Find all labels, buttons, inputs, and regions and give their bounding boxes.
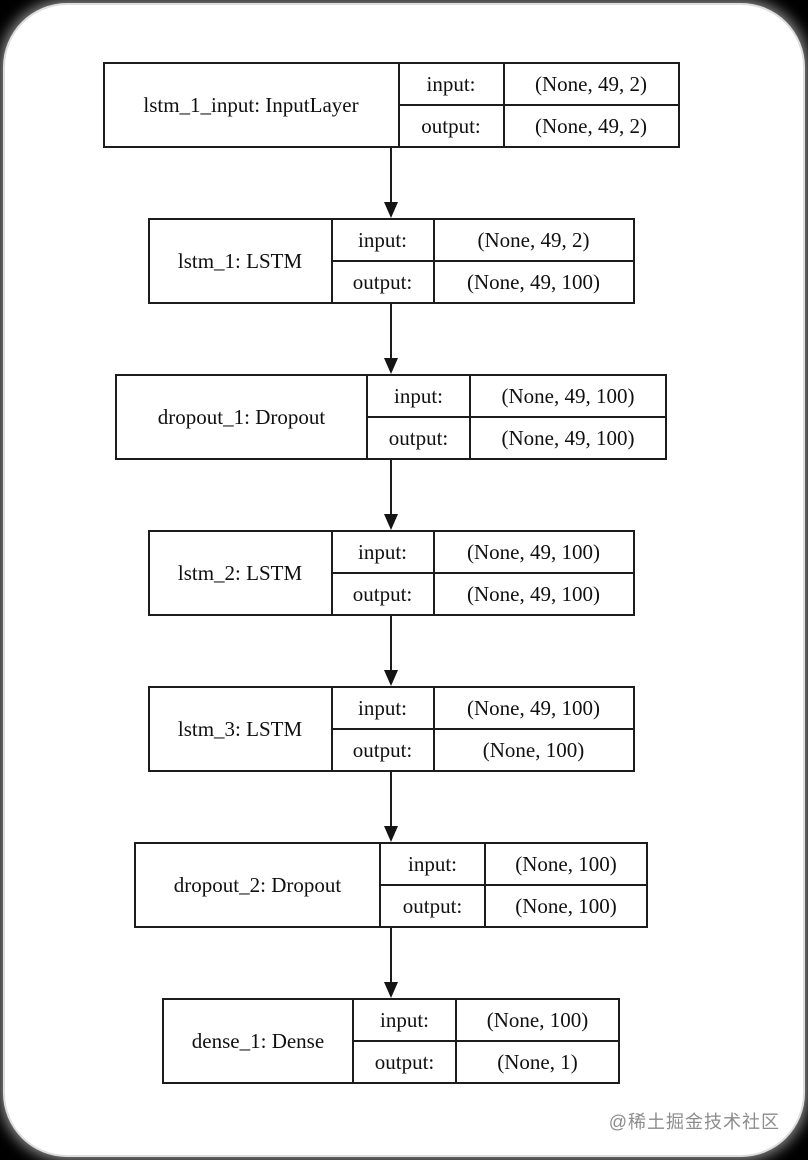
output-shape: (None, 1) (497, 1049, 578, 1074)
input-label: input: (333, 532, 435, 572)
input-shape: (None, 49, 2) (535, 71, 647, 96)
flow-arrow (382, 616, 400, 686)
arrow-head-icon (384, 358, 398, 374)
input-label: input: (333, 688, 435, 728)
output-label: output: (400, 106, 505, 146)
input-label: input: (333, 220, 435, 260)
layer-node-lstm-3: lstm_3: LSTM input: (None, 49, 100) outp… (147, 686, 635, 772)
arrow-line (390, 304, 392, 361)
layer-name: lstm_1_input: InputLayer (105, 64, 400, 146)
layer-node-lstm-2: lstm_2: LSTM input: (None, 49, 100) outp… (147, 530, 635, 616)
input-shape: (None, 49, 100) (501, 383, 635, 408)
output-shape: (None, 49, 100) (501, 425, 635, 450)
input-shape: (None, 100) (515, 851, 617, 876)
input-shape: (None, 100) (486, 1007, 589, 1032)
flow-arrow (382, 928, 400, 998)
layer-name: lstm_3: LSTM (150, 688, 333, 770)
arrow-line (390, 928, 392, 985)
output-shape: (None, 49, 100) (467, 269, 600, 294)
layer-name: lstm_2: LSTM (150, 532, 333, 614)
input-label: input: (354, 1000, 457, 1040)
model-architecture-diagram: lstm_1_input: InputLayer input: (None, 4… (0, 62, 782, 1084)
layer-name: dropout_1: Dropout (117, 376, 368, 458)
flow-arrow (382, 460, 400, 530)
flow-arrow (382, 304, 400, 374)
layer-name: dropout_2: Dropout (136, 844, 381, 926)
input-label: input: (381, 844, 486, 884)
arrow-head-icon (384, 514, 398, 530)
arrow-head-icon (384, 982, 398, 998)
arrow-line (390, 148, 392, 205)
layer-node-dense-1: dense_1: Dense input: (None, 100) output… (162, 998, 620, 1084)
arrow-head-icon (384, 202, 398, 218)
layer-node-dropout-2: dropout_2: Dropout input: (None, 100) ou… (134, 842, 648, 928)
input-shape: (None, 49, 2) (477, 227, 590, 252)
output-shape: (None, 49, 100) (467, 581, 600, 606)
output-label: output: (333, 730, 435, 770)
output-shape: (None, 100) (482, 737, 585, 762)
output-label: output: (333, 262, 435, 302)
arrow-head-icon (384, 670, 398, 686)
arrow-head-icon (384, 826, 398, 842)
output-shape: (None, 49, 2) (535, 113, 647, 138)
output-label: output: (368, 418, 471, 458)
arrow-line (390, 772, 392, 829)
input-shape: (None, 49, 100) (467, 539, 600, 564)
input-label: input: (368, 376, 471, 416)
output-label: output: (354, 1042, 457, 1082)
layer-node-lstm-1: lstm_1: LSTM input: (None, 49, 2) output… (147, 218, 635, 304)
arrow-line (390, 460, 392, 517)
layer-node-dropout-1: dropout_1: Dropout input: (None, 49, 100… (115, 374, 667, 460)
input-label: input: (400, 64, 505, 104)
output-label: output: (333, 574, 435, 614)
flow-arrow (382, 148, 400, 218)
arrow-line (390, 616, 392, 673)
watermark: @稀土掘金技术社区 (608, 1112, 780, 1132)
flow-arrow (382, 772, 400, 842)
input-shape: (None, 49, 100) (467, 695, 600, 720)
output-label: output: (381, 886, 486, 926)
layer-node-lstm-1-input: lstm_1_input: InputLayer input: (None, 4… (102, 62, 680, 148)
layer-name: lstm_1: LSTM (150, 220, 333, 302)
output-shape: (None, 100) (515, 893, 617, 918)
layer-name: dense_1: Dense (164, 1000, 354, 1082)
